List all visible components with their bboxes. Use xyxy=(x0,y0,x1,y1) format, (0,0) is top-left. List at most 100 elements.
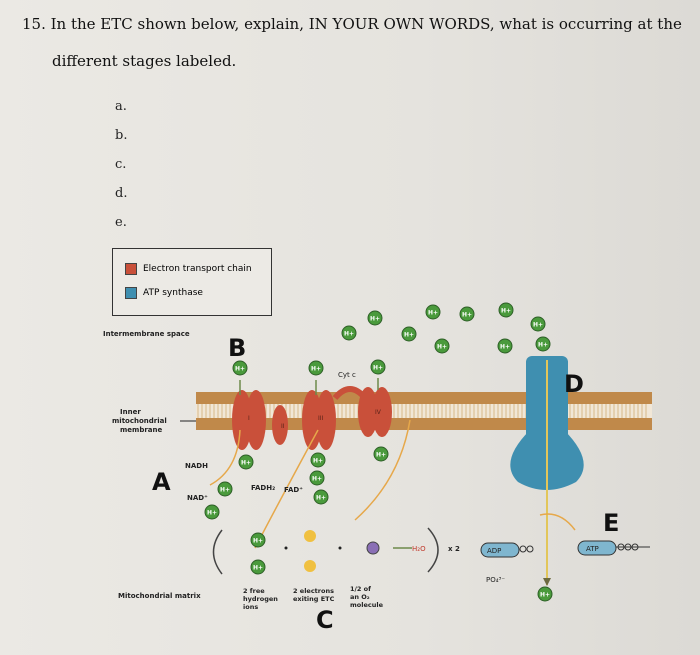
svg-text:H+: H+ xyxy=(311,366,321,373)
proton-icon: H+ xyxy=(373,446,389,462)
svg-text:H+: H+ xyxy=(376,452,386,459)
oxygen-label-2: an O₂ xyxy=(350,593,370,601)
legend-swatch-etc xyxy=(125,263,137,275)
svg-text:H+: H+ xyxy=(241,460,251,467)
svg-text:H+: H+ xyxy=(462,312,472,319)
complex-number: I xyxy=(248,415,250,422)
svg-text:H+: H+ xyxy=(501,308,511,315)
svg-text:H+: H+ xyxy=(313,458,323,465)
cytc-label: Cyt c xyxy=(338,371,356,379)
proton-icon: H+ xyxy=(232,360,248,376)
svg-text:ATP: ATP xyxy=(586,545,599,553)
svg-text:H+: H+ xyxy=(312,476,322,483)
svg-text:H+: H+ xyxy=(253,565,263,572)
proton-icon: H+ xyxy=(367,310,383,326)
proton-icon: H+ xyxy=(530,316,546,332)
proton-icon: H+ xyxy=(537,586,553,602)
part-c: c. xyxy=(115,157,127,172)
adp-molecule: ADP xyxy=(480,542,534,558)
electrons xyxy=(284,530,380,572)
atp-molecule: ATP xyxy=(577,540,650,556)
free-h-label-2: hydrogen xyxy=(243,595,278,603)
svg-text:H+: H+ xyxy=(404,332,414,339)
proton-icon: H+ xyxy=(497,338,513,354)
proton-icon: H+ xyxy=(535,336,551,352)
free-h-label-3: ions xyxy=(243,603,258,611)
svg-text:H+: H+ xyxy=(253,538,263,545)
legend-box: Electron transport chain ATP synthase xyxy=(112,248,272,316)
svg-text:H+: H+ xyxy=(220,487,230,494)
x2-label: x 2 xyxy=(448,545,460,553)
intermembrane-label: Intermembrane space xyxy=(103,330,190,338)
svg-text:H+: H+ xyxy=(540,592,550,599)
svg-text:H+: H+ xyxy=(316,495,326,502)
letter-d: D xyxy=(564,370,584,398)
electrons-label-1: 2 electrons xyxy=(293,587,334,595)
svg-text:H+: H+ xyxy=(207,510,217,517)
oxygen-label-1: 1/2 of xyxy=(350,585,371,593)
proton-icon: H+ xyxy=(459,306,475,322)
proton-icon: H+ xyxy=(217,481,233,497)
proton-arrows xyxy=(239,378,412,549)
nadh-label: NADH xyxy=(185,462,208,470)
legend-label-synthase: ATP synthase xyxy=(143,288,203,298)
proton-icon: H+ xyxy=(250,559,266,575)
proton-icon: H+ xyxy=(341,325,357,341)
svg-text:H+: H+ xyxy=(235,366,245,373)
svg-text:H+: H+ xyxy=(538,342,548,349)
svg-text:H+: H+ xyxy=(437,344,447,351)
phosphate-label: PO₄³⁻ xyxy=(486,576,505,584)
fadh2-label: FADH₂ xyxy=(251,484,275,492)
part-b: b. xyxy=(115,128,128,143)
complex-number: III xyxy=(318,415,324,422)
oxygen-label-3: molecule xyxy=(350,601,384,609)
legend-swatch-synthase xyxy=(125,287,137,299)
proton-icon: H+ xyxy=(309,470,325,486)
svg-text:H+: H+ xyxy=(500,344,510,351)
part-d: d. xyxy=(115,186,128,201)
svg-text:H+: H+ xyxy=(370,316,380,323)
part-a: a. xyxy=(115,99,127,114)
svg-text:H+: H+ xyxy=(344,331,354,338)
svg-text:ADP: ADP xyxy=(487,547,501,555)
proton-icon: H+ xyxy=(204,504,220,520)
answer-parts: a. b. c. d. e. xyxy=(115,92,127,237)
letter-e: E xyxy=(603,509,619,537)
proton-icon: H+ xyxy=(498,302,514,318)
complex-number: II xyxy=(281,423,285,430)
svg-text:H+: H+ xyxy=(428,310,438,317)
letter-a: A xyxy=(152,468,171,496)
proton-icon: H+ xyxy=(310,452,326,468)
legend-item-atp-synthase: ATP synthase xyxy=(125,287,203,299)
complex-number: IV xyxy=(375,409,382,416)
proton-icon: H+ xyxy=(238,454,254,470)
proton-icon: H+ xyxy=(425,304,441,320)
proton-icon: H+ xyxy=(250,532,266,548)
atp-synthase xyxy=(510,356,584,586)
legend-label-etc: Electron transport chain xyxy=(143,264,252,274)
proton-icon: H+ xyxy=(401,326,417,342)
letter-b: B xyxy=(228,334,246,362)
svg-text:H+: H+ xyxy=(533,322,543,329)
fad-label: FAD⁺ xyxy=(284,486,303,494)
proton-icon: H+ xyxy=(308,360,324,376)
proton-icon: H+ xyxy=(434,338,450,354)
proton-icon: H+ xyxy=(313,489,329,505)
question-text: 15. In the ETC shown below, explain, IN … xyxy=(22,15,682,33)
legend-item-etc: Electron transport chain xyxy=(125,263,252,275)
free-h-label-1: 2 free xyxy=(243,587,265,595)
inner-membrane-label-2: mitochondrial xyxy=(112,417,167,425)
water-label: H₂O xyxy=(412,545,426,553)
nad-label: NAD⁺ xyxy=(187,494,208,502)
question-text-line2: different stages labeled. xyxy=(52,52,237,70)
etc-complexes xyxy=(232,386,392,450)
electrons-label-2: exiting ETC xyxy=(293,595,335,603)
inner-membrane-label-1: Inner xyxy=(120,408,141,416)
svg-text:H+: H+ xyxy=(373,365,383,372)
protons: H+ H+ H+ H+ H+ H+ H+ H+ H+ H+ H+ H+ H+ H+ H+ H+ H+ H+ H+ H+… xyxy=(204,302,553,602)
part-e: e. xyxy=(115,215,127,230)
proton-icon: H+ xyxy=(370,359,386,375)
matrix-label: Mitochondrial matrix xyxy=(118,592,201,600)
